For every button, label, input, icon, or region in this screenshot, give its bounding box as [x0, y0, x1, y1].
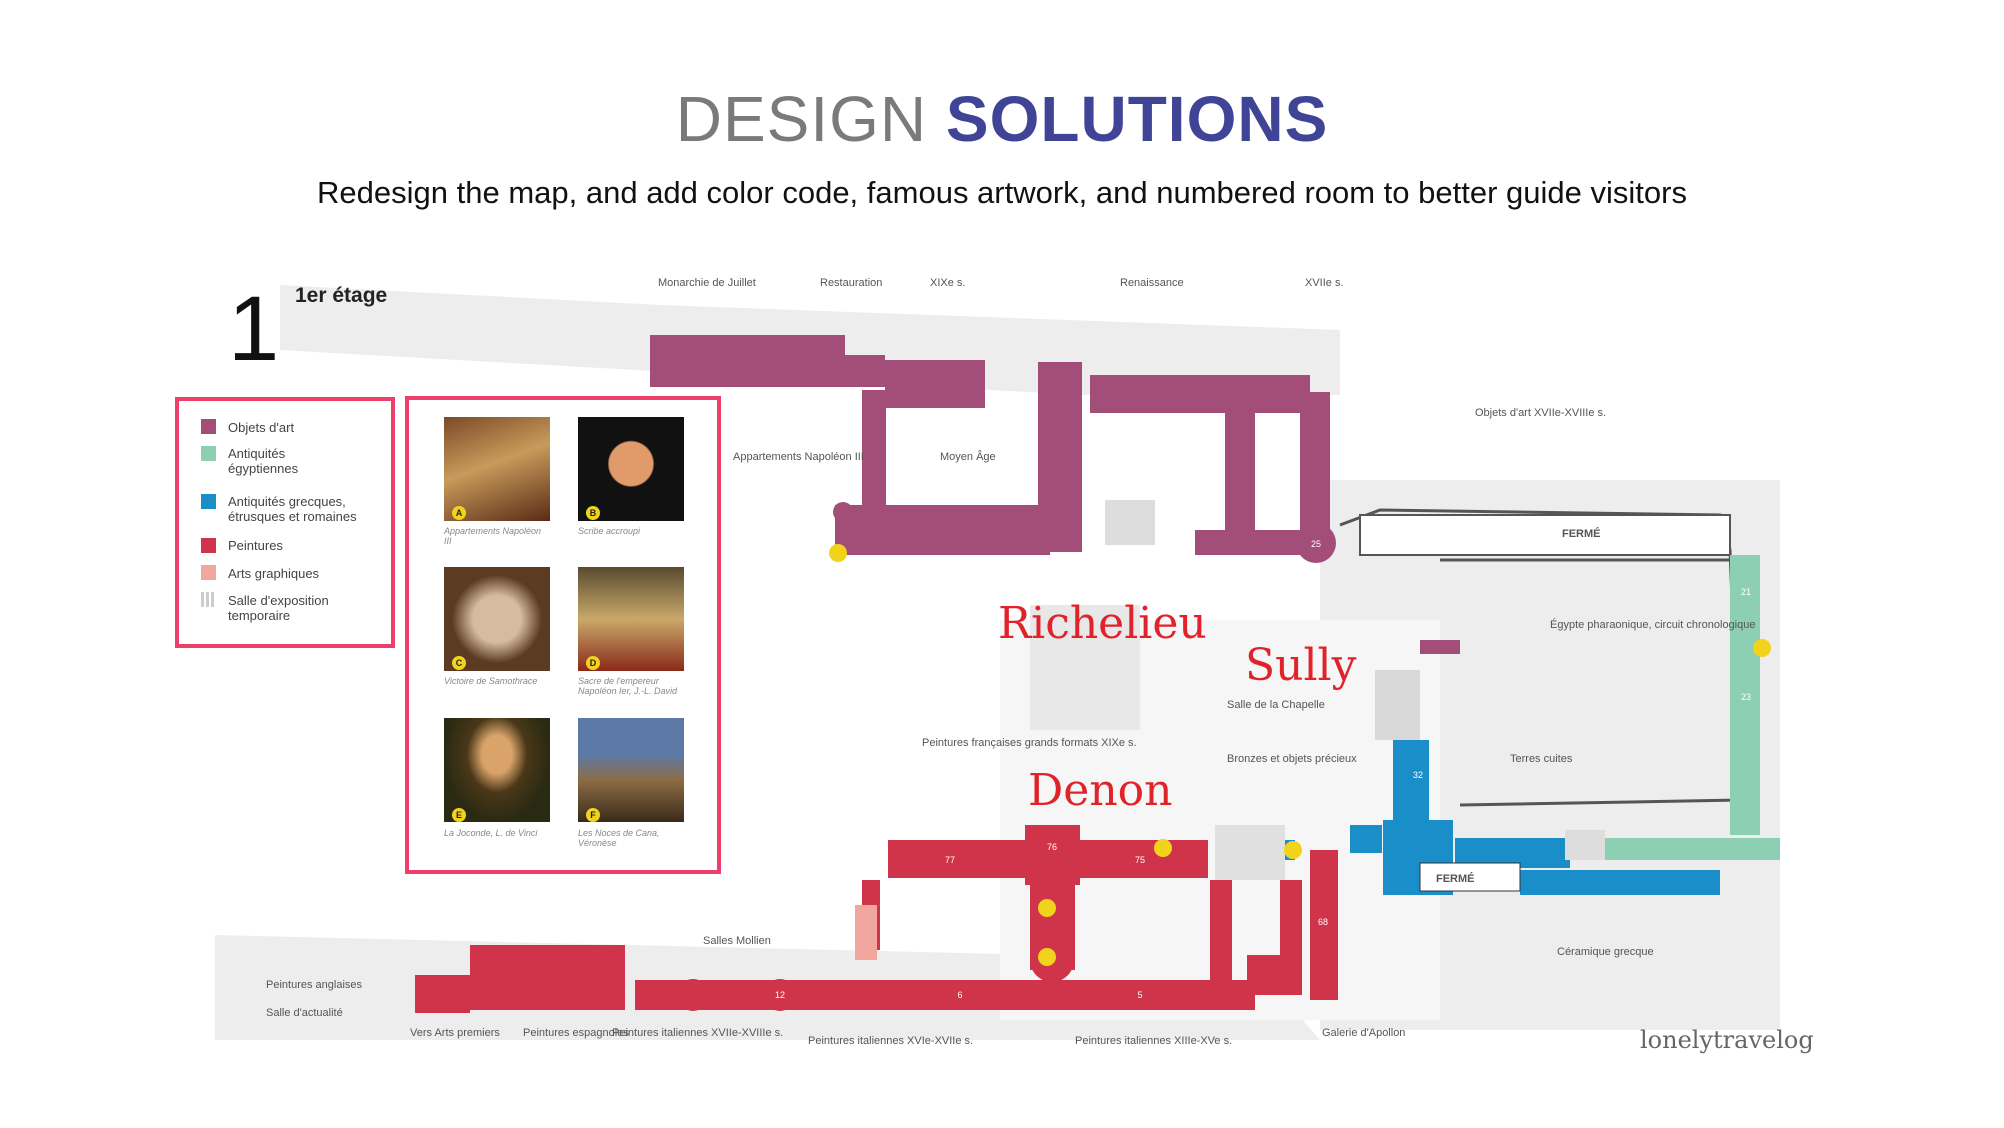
title-word-2: SOLUTIONS	[945, 83, 1329, 155]
legend-label: Arts graphiques	[228, 566, 320, 581]
label-peintures-espagnoles: Peintures espagnoles	[523, 1027, 629, 1039]
floor-number: 1	[228, 278, 279, 380]
label-salle-actualite: Salle d'actualité	[266, 1007, 343, 1019]
legend-swatch	[201, 446, 216, 461]
svg-text:5: 5	[1137, 990, 1142, 1000]
label-appartements: Appartements Napoléon III	[733, 451, 864, 463]
artwork-badge: E	[452, 808, 466, 822]
artwork-caption: Victoire de Samothrace	[444, 676, 538, 686]
map-markers	[829, 544, 1771, 966]
legend-swatch	[201, 592, 216, 607]
wing-richelieu: Richelieu	[998, 598, 1207, 649]
svg-text:21: 21	[1741, 587, 1751, 597]
page-title: DESIGN SOLUTIONS	[0, 82, 2004, 156]
title-word-1: DESIGN	[675, 83, 928, 155]
label-moyen-age: Moyen Âge	[940, 450, 996, 463]
artwork-thumb-f	[578, 718, 684, 822]
label-peintures-anglaises: Peintures anglaises	[266, 979, 363, 991]
legend-label: Antiquités égyptiennes	[228, 446, 299, 476]
label-ceramique: Céramique grecque	[1557, 946, 1654, 958]
label-ferme-1: FERMÉ	[1562, 527, 1601, 540]
label-egypte: Égypte pharaonique, circuit chronologiqu…	[1550, 618, 1755, 631]
arts-graphiques-room	[855, 905, 877, 960]
label-peintures-francaises: Peintures françaises grands formats XIXe…	[922, 737, 1137, 749]
artwork-highlight-box	[405, 396, 721, 874]
artwork-thumb-c	[444, 567, 550, 671]
label-terres-cuites: Terres cuites	[1510, 753, 1573, 765]
artwork-thumb-b	[578, 417, 684, 521]
label-peintures-italiennes-2: Peintures italiennes XVIe-XVIIe s.	[808, 1035, 973, 1047]
floor-label: 1er étage	[295, 284, 387, 307]
wing-denon: Denon	[1028, 765, 1172, 816]
artwork-badge: B	[586, 506, 600, 520]
svg-text:23: 23	[1741, 692, 1751, 702]
artwork-caption: Sacre de l'empereur Napoléon Ier, J.-L. …	[578, 676, 678, 696]
legend-swatch	[201, 494, 216, 509]
artwork-badge: D	[586, 656, 600, 670]
label-xvii: XVIIe s.	[1305, 277, 1344, 289]
legend-highlight-box	[175, 397, 395, 648]
svg-text:12: 12	[775, 990, 785, 1000]
svg-text:25: 25	[1311, 539, 1321, 549]
label-peintures-italiennes-3: Peintures italiennes XIIIe-XVe s.	[1075, 1035, 1232, 1047]
legend-swatch	[201, 565, 216, 580]
wing-sully: Sully	[1245, 640, 1357, 691]
legend-label: Peintures	[228, 538, 283, 553]
pyramid	[1030, 605, 1140, 730]
artwork-caption: Appartements Napoléon III	[444, 526, 542, 546]
svg-text:75: 75	[1135, 855, 1145, 865]
label-peintures-italiennes-1: Peintures italiennes XVIIe-XVIIIe s.	[612, 1027, 783, 1039]
section-labels: Monarchie de Juillet Restauration XIXe s…	[266, 277, 1755, 1047]
svg-text:32: 32	[1413, 770, 1423, 780]
peintures-rooms	[415, 825, 1338, 1013]
label-vers-arts: Vers Arts premiers	[410, 1027, 500, 1039]
label-salle-chapelle: Salle de la Chapelle	[1227, 699, 1325, 711]
label-xix: XIXe s.	[930, 277, 965, 289]
objets-dart-rooms	[650, 335, 1460, 654]
artwork-thumb-d	[578, 567, 684, 671]
label-renaissance: Renaissance	[1120, 277, 1184, 289]
label-restauration: Restauration	[820, 277, 882, 289]
artwork-badge: A	[452, 506, 466, 520]
svg-text:76: 76	[1047, 842, 1057, 852]
page-subtitle: Redesign the map, and add color code, fa…	[317, 175, 1687, 210]
label-ferme-2: FERMÉ	[1436, 872, 1475, 885]
artwork-thumb-e	[444, 718, 550, 822]
legend-swatch	[201, 538, 216, 553]
legend-label: Salle d'exposition temporaire	[228, 593, 329, 623]
label-salles-mollien: Salles Mollien	[703, 935, 771, 947]
legend-label: Antiquités grecques, étrusques et romain…	[228, 494, 357, 524]
artwork-caption: Les Noces de Cana, Véronèse	[578, 828, 660, 848]
legend-swatch	[201, 419, 216, 434]
svg-text:6: 6	[957, 990, 962, 1000]
label-monarchie: Monarchie de Juillet	[658, 277, 756, 289]
label-bronzes: Bronzes et objets précieux	[1227, 753, 1357, 765]
artwork-badge: F	[586, 808, 600, 822]
label-galerie-apollon: Galerie d'Apollon	[1322, 1027, 1405, 1039]
artwork-caption: Scribe accroupi	[578, 526, 641, 536]
artwork-badge: C	[452, 656, 466, 670]
svg-text:68: 68	[1318, 917, 1328, 927]
label-objets-xviii: Objets d'art XVIIe-XVIIIe s.	[1475, 407, 1606, 419]
brand-watermark: lonelytravelog	[1640, 1026, 1814, 1054]
antiquites-egyptiennes-rooms	[1590, 555, 1780, 860]
artwork-thumb-a	[444, 417, 550, 521]
artwork-caption: La Joconde, L. de Vinci	[444, 828, 538, 838]
svg-text:77: 77	[945, 855, 955, 865]
legend-label: Objets d'art	[228, 420, 295, 435]
